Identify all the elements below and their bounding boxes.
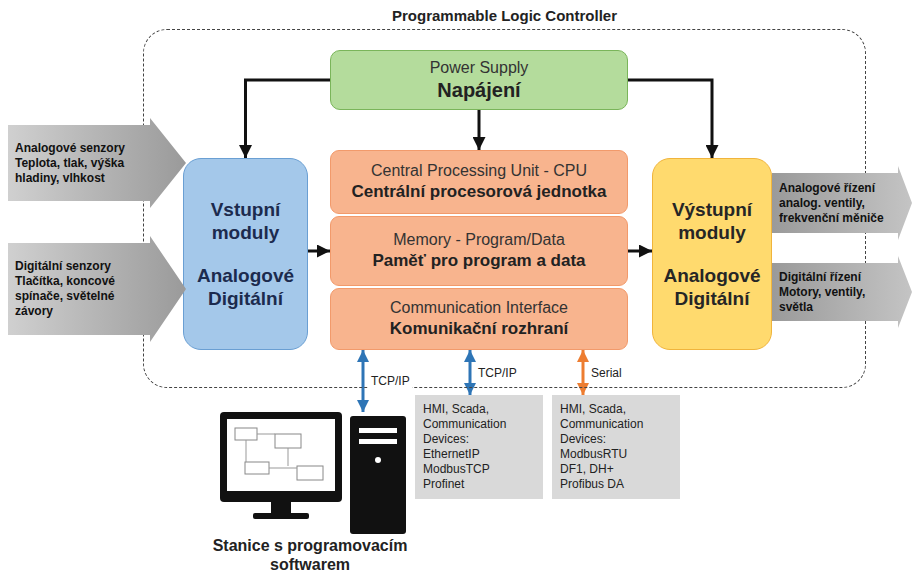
arrow-outline <box>772 256 912 328</box>
node-label: Stanice s programovacím softwarem <box>205 536 415 574</box>
node-label: Programmable Logic Controller <box>143 6 866 26</box>
node-label: HMI, Scada, Communication Devices: Modbu… <box>560 402 648 492</box>
connector-arrow <box>246 80 331 158</box>
connector-arrow <box>362 350 365 412</box>
arrow-outline <box>8 236 186 342</box>
node-label: Výstupní moduly <box>659 198 765 244</box>
programming-station: Stanice s programovacím softwarem <box>205 412 415 576</box>
node-label: Analogové řízení analog. ventily, frekve… <box>779 181 897 226</box>
connector-arrow <box>478 110 481 150</box>
node-sublabel: Komunikační rozhraní <box>390 318 569 340</box>
node-label: Digitální senzory Tlačítka, koncové spín… <box>15 259 143 319</box>
arrow-outline <box>772 166 912 240</box>
node-label: Power Supply <box>430 58 529 78</box>
node-sublabel: Napájení <box>437 78 520 102</box>
node-sublabel: Analogové Digitální <box>659 264 765 310</box>
node-label: Analogové senzory Teplota, tlak, výška h… <box>15 141 143 186</box>
sensor-arrow: Digitální senzory Tlačítka, koncové spín… <box>8 236 186 342</box>
power-box: Power SupplyNapájení <box>330 50 628 110</box>
input-module-box: Vstupní modulyAnalogové Digitální <box>183 158 308 350</box>
control-arrow: Digitální řízení Motory, ventily, světla <box>772 256 912 328</box>
node-label: Digitální řízení Motory, ventily, světla <box>779 270 897 315</box>
node-label: HMI, Scada, Communication Devices: Ether… <box>423 402 511 492</box>
control-arrow: Analogové řízení analog. ventily, frekve… <box>772 166 912 240</box>
output-module-box: Výstupní modulyAnalogové Digitální <box>652 158 772 350</box>
connector-label: Serial <box>589 366 624 380</box>
computer-icon <box>205 412 415 536</box>
node-sublabel: Paměť pro program a data <box>372 250 585 272</box>
comm-box: Communication InterfaceKomunikační rozhr… <box>330 288 628 350</box>
arrow-outline <box>8 118 186 208</box>
node-label: Communication Interface <box>390 298 568 318</box>
connector-arrow <box>469 350 472 395</box>
connector-label: TCP/IP <box>369 374 412 388</box>
cpu-box: Central Processing Unit - CPUCentrální p… <box>330 150 628 214</box>
node-sublabel: Centrální procesorová jednotka <box>351 181 606 203</box>
node-label: Vstupní moduly <box>190 198 301 244</box>
plc-boundary: Programmable Logic ControllerPower Suppl… <box>143 6 866 388</box>
connector-arrow <box>628 250 652 253</box>
connector-arrow <box>582 350 585 395</box>
device-box: HMI, Scada, Communication Devices: Modbu… <box>552 395 680 499</box>
connector-arrow <box>628 80 712 158</box>
connector-label: TCP/IP <box>476 366 519 380</box>
device-box: HMI, Scada, Communication Devices: Ether… <box>415 395 543 499</box>
node-label: Central Processing Unit - CPU <box>371 161 587 181</box>
connector-arrow <box>308 250 330 253</box>
memory-box: Memory - Program/DataPaměť pro program a… <box>330 216 628 286</box>
node-label: Memory - Program/Data <box>393 230 565 250</box>
sensor-arrow: Analogové senzory Teplota, tlak, výška h… <box>8 118 186 208</box>
node-sublabel: Analogové Digitální <box>190 264 301 310</box>
